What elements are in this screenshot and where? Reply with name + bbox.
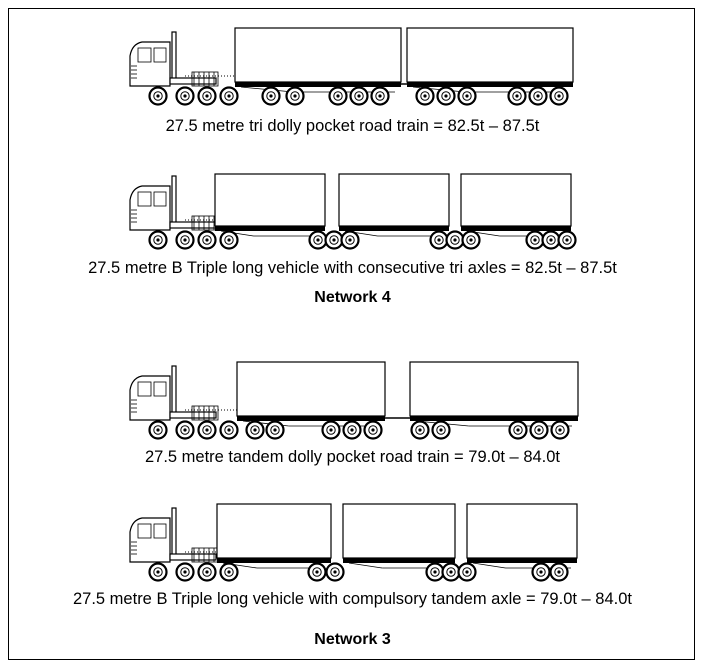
caption-tandem-dolly-road-train: 27.5 metre tandem dolly pocket road trai… xyxy=(144,448,561,466)
wheel xyxy=(529,420,549,440)
caption-b-triple-tri-axles: 27.5 metre B Triple long vehicle with co… xyxy=(88,259,617,277)
wheel xyxy=(197,230,217,250)
wheel xyxy=(410,420,430,440)
trailer xyxy=(466,503,578,569)
wheel xyxy=(525,230,545,250)
vehicle-tri-dolly-road-train xyxy=(129,27,574,106)
vehicle-b-triple-tandem-axle xyxy=(129,503,578,582)
wheel xyxy=(528,86,548,106)
wheel xyxy=(285,86,305,106)
wheel xyxy=(457,86,477,106)
prime-mover-cab xyxy=(129,175,219,231)
wheel xyxy=(175,562,195,582)
wheel xyxy=(328,86,348,106)
wheel xyxy=(197,420,217,440)
wheel xyxy=(445,230,465,250)
wheel xyxy=(550,420,570,440)
wheel xyxy=(549,86,569,106)
wheel xyxy=(308,230,328,250)
wheel xyxy=(219,420,239,440)
wheel xyxy=(370,86,390,106)
wheel xyxy=(197,86,217,106)
caption-tri-dolly-road-train: 27.5 metre tri dolly pocket road train =… xyxy=(165,117,540,135)
diagram-frame xyxy=(8,8,695,660)
prime-mover-cab xyxy=(129,365,219,421)
trailer xyxy=(234,27,402,93)
wheel xyxy=(431,420,451,440)
wheel xyxy=(508,420,528,440)
trailer xyxy=(409,361,579,427)
trailer xyxy=(338,173,450,237)
wheel xyxy=(321,420,341,440)
wheel xyxy=(261,86,281,106)
wheel xyxy=(219,86,239,106)
trailer xyxy=(214,173,326,237)
wheel xyxy=(148,562,168,582)
wheel xyxy=(219,562,239,582)
wheel xyxy=(265,420,285,440)
wheel xyxy=(148,86,168,106)
trailer xyxy=(216,503,332,569)
wheel xyxy=(531,562,551,582)
wheel xyxy=(175,230,195,250)
wheel xyxy=(549,562,569,582)
wheel xyxy=(507,86,527,106)
wheel xyxy=(557,230,577,250)
wheel xyxy=(325,562,345,582)
wheel xyxy=(415,86,435,106)
wheel xyxy=(425,562,445,582)
trailer xyxy=(460,173,572,237)
wheel xyxy=(441,562,461,582)
wheel xyxy=(363,420,383,440)
wheel xyxy=(197,562,217,582)
trailer xyxy=(236,361,386,427)
wheel xyxy=(324,230,344,250)
wheel xyxy=(429,230,449,250)
prime-mover-cab xyxy=(129,507,219,563)
wheel xyxy=(307,562,327,582)
wheel xyxy=(219,230,239,250)
vehicle-b-triple-tri-axles xyxy=(129,173,577,250)
caption-b-triple-tandem-axle: 27.5 metre B Triple long vehicle with co… xyxy=(72,590,632,608)
trailer xyxy=(342,503,456,569)
network-label: Network 4 xyxy=(314,289,391,306)
wheel xyxy=(175,86,195,106)
network-label: Network 3 xyxy=(314,631,391,648)
wheel xyxy=(457,562,477,582)
prime-mover-cab xyxy=(129,31,219,87)
wheel xyxy=(245,420,265,440)
wheel xyxy=(436,86,456,106)
vehicle-tandem-dolly-road-train xyxy=(129,361,579,440)
wheel xyxy=(541,230,561,250)
wheel xyxy=(175,420,195,440)
wheel xyxy=(340,230,360,250)
wheel xyxy=(461,230,481,250)
wheel xyxy=(148,230,168,250)
wheel xyxy=(342,420,362,440)
wheel xyxy=(148,420,168,440)
wheel xyxy=(349,86,369,106)
trailer xyxy=(406,27,574,93)
